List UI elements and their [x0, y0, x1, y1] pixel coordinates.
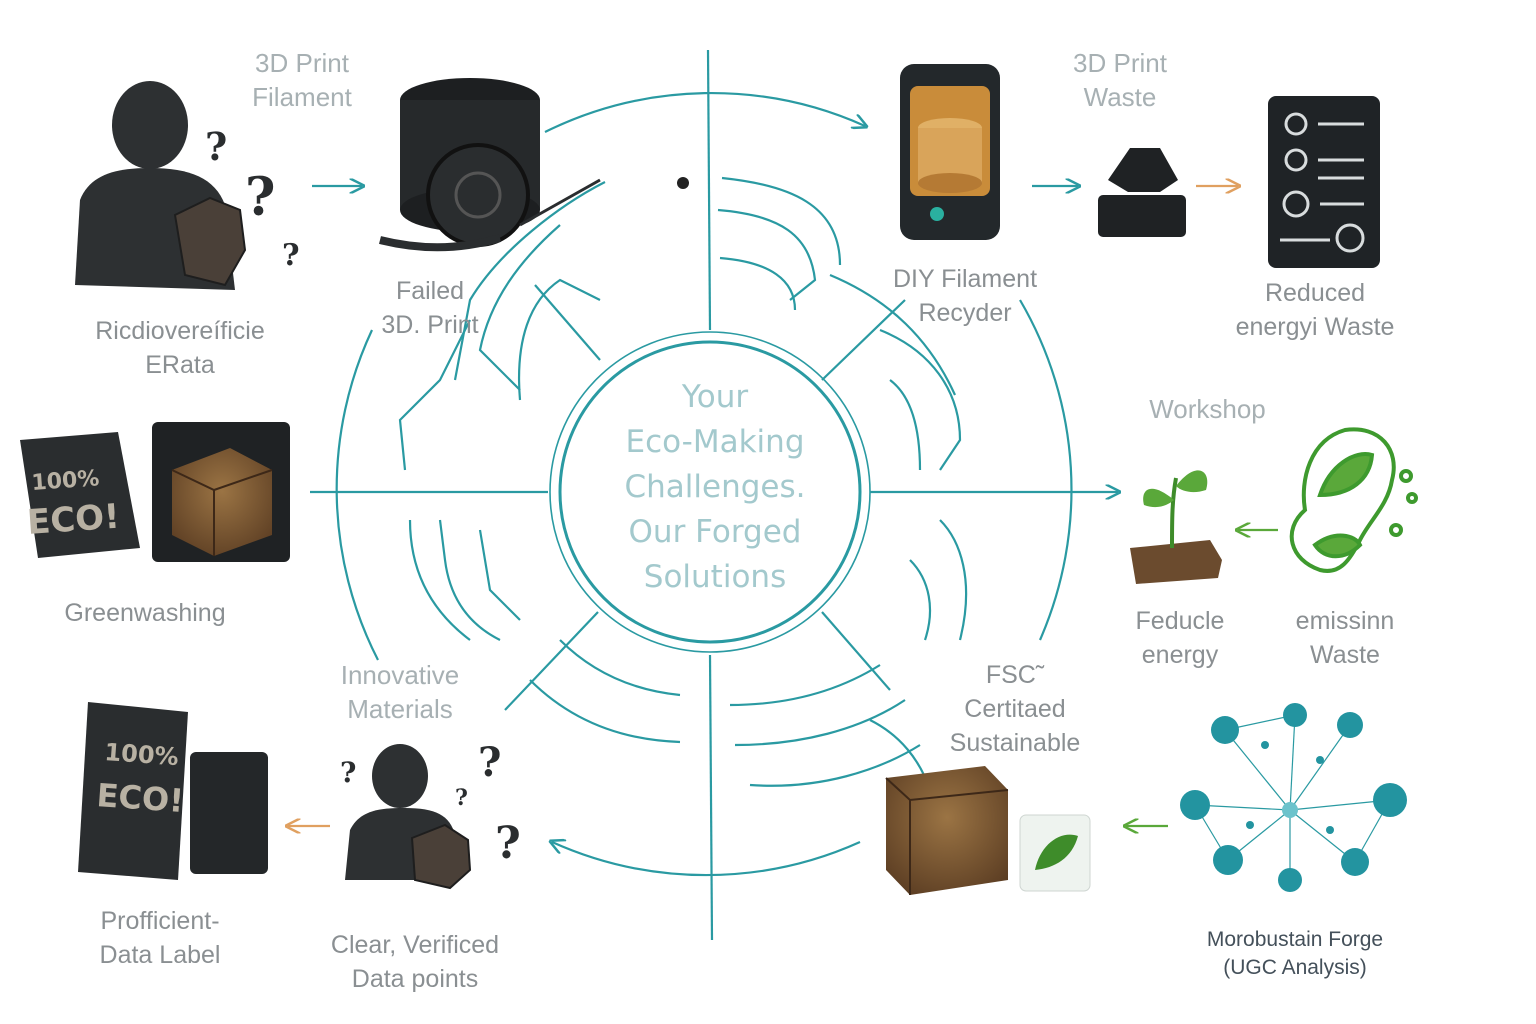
outer-arc-top	[544, 91, 865, 133]
label-line: Recyder	[918, 299, 1012, 327]
checklist-icon	[1268, 96, 1380, 268]
label-recycler: DIY Filament Recyder	[870, 262, 1060, 330]
filament-spool-icon	[379, 78, 689, 252]
fsc-block-icon	[885, 766, 1091, 895]
label-line: 3D. Print	[381, 311, 479, 339]
label-line: Feducle	[1135, 607, 1225, 635]
label-innovative: Innovative Materials	[320, 658, 480, 726]
label-line: Greenwashing	[64, 599, 226, 627]
svg-text:?: ?	[245, 167, 275, 228]
eco-badge-bottom-word: ECO!	[95, 776, 185, 820]
label-line: Innovative	[340, 660, 460, 690]
axis-top	[706, 49, 712, 331]
label-line: Waste	[1083, 82, 1157, 112]
label-line: Ricdiovereíficie	[95, 317, 265, 345]
label-reduced: Reduced energyi Waste	[1235, 276, 1395, 344]
svg-text:?: ?	[205, 124, 227, 169]
outer-arc-right	[1019, 299, 1073, 641]
center-line: Your	[681, 379, 749, 415]
label-line: FSC˜	[985, 661, 1045, 689]
label-line: energyi Waste	[1235, 313, 1395, 341]
svg-text:?: ?	[340, 756, 356, 789]
outer-arc-left	[335, 329, 379, 661]
outer-arc-bottom	[552, 842, 861, 877]
label-clear: Clear, Verificed Data points	[315, 928, 515, 996]
svg-text:?: ?	[478, 739, 501, 786]
label-line: Reduced	[1264, 279, 1366, 307]
label-line: Workshop	[1149, 394, 1266, 424]
recycler-machine-icon	[900, 64, 1000, 240]
label-line: Data points	[351, 965, 479, 993]
svg-text:?: ?	[455, 785, 468, 811]
question-mark-icon: ? ? ? ?	[340, 739, 521, 869]
label-line: Materials	[347, 694, 453, 724]
person-confused-icon: ? ? ? ?	[340, 739, 521, 890]
inner-ring	[558, 340, 862, 644]
label-line: Failed	[395, 277, 465, 305]
connector-arrows	[288, 186, 1278, 826]
label-print-waste: 3D Print Waste	[1040, 46, 1200, 114]
label-failed-print: Failed 3D. Print	[350, 274, 510, 342]
center-title: Your Eco-Making Challenges. Our Forged S…	[560, 375, 870, 600]
leaf-head-icon	[1289, 427, 1418, 573]
center-line: Eco-Making	[625, 424, 805, 460]
label-feducle: Feducle energy	[1115, 604, 1245, 672]
eco-badge-top-word: ECO!	[26, 497, 121, 543]
label-workshop: Workshop	[1120, 392, 1295, 426]
label-forge: Morobustain Forge (UGC Analysis)	[1185, 926, 1405, 982]
label-line: Sustainable	[949, 729, 1081, 757]
label-print-filament: 3D Print Filament	[222, 46, 382, 114]
label-line: emissinn	[1295, 607, 1395, 635]
label-greenwashing: Greenwashing	[40, 596, 250, 630]
label-proficient: Profficient- Data Label	[75, 904, 245, 972]
eco-badge-bottom-percent: 100%	[104, 738, 180, 771]
center-line: Solutions	[643, 559, 787, 595]
waste-block-icon	[1098, 148, 1186, 237]
axis-bottom	[708, 654, 714, 941]
label-line: Filament	[252, 82, 352, 112]
label-line: ERata	[145, 351, 215, 379]
label-line: 3D Print	[255, 48, 349, 78]
label-line: 3D Print	[1073, 48, 1167, 78]
label-line: Certitaed	[964, 695, 1066, 723]
label-person-confused: Ricdiovereíficie ERata	[70, 314, 290, 382]
label-emissinn: emissinn Waste	[1280, 604, 1410, 672]
svg-text:?: ?	[282, 238, 300, 273]
label-line: energy	[1141, 641, 1219, 669]
label-fsc: FSC˜ Certitaed Sustainable	[935, 658, 1095, 760]
person-confused-icon: ? ? ?	[75, 81, 300, 290]
seedling-icon	[1130, 470, 1222, 584]
label-line: DIY Filament	[892, 265, 1038, 293]
center-line: Challenges.	[624, 469, 806, 505]
center-diagram	[310, 49, 1118, 941]
question-mark-icon: ? ? ?	[205, 124, 300, 273]
wood-block-icon	[152, 422, 290, 562]
label-line: Clear, Verificed	[330, 931, 500, 959]
eco-badge-icon: 100% ECO!	[78, 702, 268, 880]
eco-badge-icon: 100% ECO!	[20, 432, 140, 558]
label-line: (UGC Analysis)	[1223, 956, 1367, 979]
center-line: Our Forged	[628, 514, 802, 550]
eco-badge-top-percent: 100%	[31, 466, 101, 496]
label-line: Profficient-	[100, 907, 220, 935]
label-line: Data Label	[99, 941, 221, 969]
label-line: Waste	[1310, 641, 1380, 669]
label-line: Morobustain Forge	[1206, 928, 1384, 951]
network-icon	[1180, 703, 1407, 892]
svg-text:?: ?	[495, 818, 521, 869]
